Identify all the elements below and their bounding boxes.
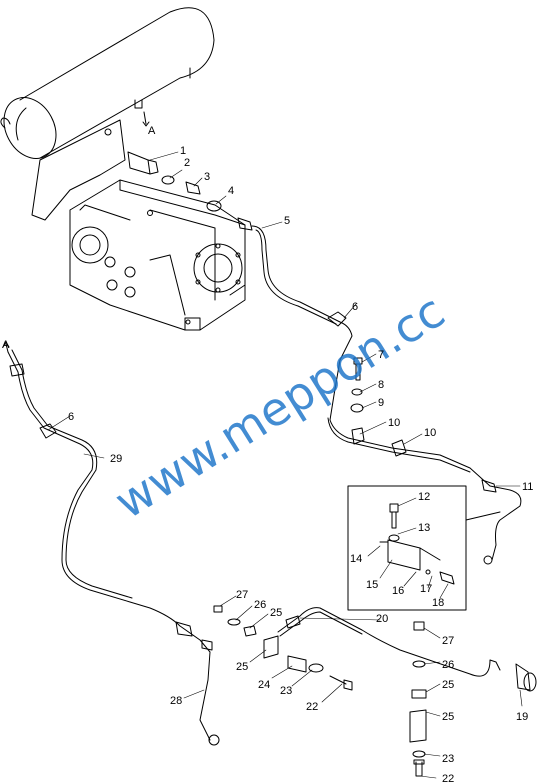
part-callout-28: 28 (170, 695, 182, 707)
leader-lines (47, 151, 523, 779)
part-callout-23: 23 (280, 685, 292, 697)
air-line-middle (329, 394, 522, 561)
part-callout-13: 13 (418, 522, 430, 534)
reference-label-a: A (148, 125, 156, 137)
part-callout-10: 10 (424, 427, 436, 439)
part-callout-8: 8 (378, 379, 384, 391)
part-callout-24: 24 (258, 679, 270, 691)
part-callout-27: 27 (236, 589, 248, 601)
air-line-29 (7, 351, 211, 741)
compressor-gearbox (69, 179, 246, 331)
part-callout-22: 22 (306, 701, 318, 713)
part-callout-14: 14 (350, 553, 362, 565)
washer-9 (350, 403, 364, 413)
arrow-a-lower (2, 341, 10, 353)
part-callout-10: 10 (388, 417, 400, 429)
line-28-end (208, 734, 220, 746)
air-line-5 (255, 229, 337, 325)
part-callout-25: 25 (442, 679, 454, 691)
fitting-upper-left (9, 363, 25, 377)
fitting-11-end (483, 555, 493, 565)
part-callout-7: 7 (378, 349, 384, 361)
part-callout-2: 2 (184, 157, 190, 169)
part-callout-29: 29 (110, 453, 122, 465)
air-line-20 (277, 607, 501, 677)
part-callout-18: 18 (432, 597, 444, 609)
part-callout-26: 26 (254, 599, 266, 611)
clip-10-right (391, 439, 407, 457)
fitting-19-end (523, 672, 537, 692)
bolt-7 (353, 357, 363, 381)
part-callout-12: 12 (418, 491, 430, 503)
part-callout-16: 16 (392, 585, 404, 597)
fitting-19 (515, 663, 531, 691)
fitting-center-2 (201, 639, 213, 651)
part-callout-11: 11 (522, 481, 533, 493)
part-callout-3: 3 (204, 171, 210, 183)
part-callout-19: 19 (516, 711, 528, 723)
part-callout-6: 6 (352, 301, 358, 313)
clip-10-left (351, 427, 365, 445)
part-callout-5: 5 (284, 215, 290, 227)
clamp-6-upper (327, 311, 347, 327)
part-callout-22: 22 (442, 773, 454, 783)
part-callout-1: 1 (180, 145, 186, 157)
arrow-a-upper (142, 111, 150, 127)
air-tank (0, 7, 215, 159)
detail-inset (347, 485, 501, 611)
fitting-11 (481, 479, 497, 493)
part-callout-27: 27 (442, 635, 454, 647)
bracket-assembly-right (409, 621, 427, 777)
clamp-6-lower (39, 423, 57, 439)
part-callout-20: 20 (376, 613, 388, 625)
part-callout-9: 9 (378, 397, 384, 409)
part-callout-25: 25 (442, 711, 454, 723)
part-callout-25: 25 (270, 607, 282, 619)
fitting-center (175, 621, 193, 637)
part-callout-15: 15 (366, 579, 378, 591)
mounting-bracket (31, 119, 126, 221)
washer-8 (351, 388, 363, 396)
reference-label-a: A (2, 339, 10, 351)
part-callout-6: 6 (68, 411, 74, 423)
air-line-5 (251, 225, 353, 396)
fitting-20-left (285, 615, 301, 629)
part-callout-23: 23 (442, 753, 454, 765)
fittings-chain (127, 151, 253, 231)
part-callout-25: 25 (236, 661, 248, 673)
part-callout-26: 26 (442, 659, 454, 671)
part-callout-4: 4 (228, 185, 234, 197)
bracket-assembly-left (213, 605, 353, 691)
part-callout-17: 17 (420, 583, 432, 595)
